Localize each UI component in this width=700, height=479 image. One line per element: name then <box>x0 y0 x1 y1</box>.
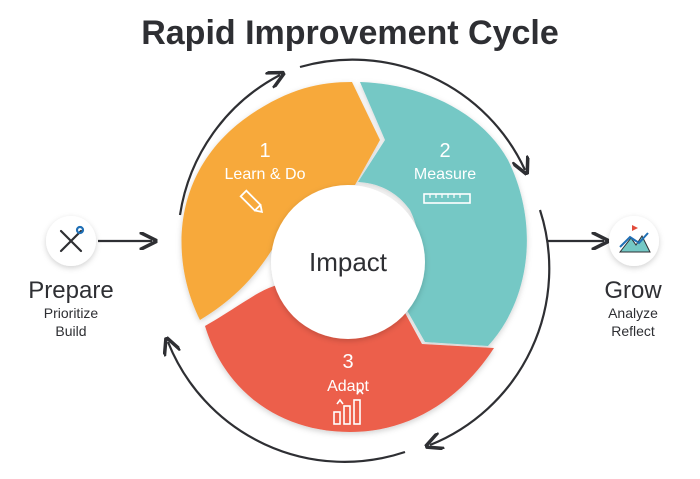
segment-3-label: Adapt <box>327 378 369 395</box>
growth-bars-icon <box>333 388 364 425</box>
center-label: Impact <box>309 247 388 277</box>
grow-title: Grow <box>604 277 662 304</box>
pencil-icon <box>239 189 264 214</box>
page-title: Rapid Improvement Cycle <box>141 14 559 52</box>
arc-right-bottom <box>430 209 551 445</box>
arc-left-bottom <box>168 342 406 463</box>
cycle-arrows <box>168 58 551 463</box>
grow-sub2: Reflect <box>611 323 655 339</box>
prepare-title: Prepare <box>28 277 113 304</box>
arc-top-arrow <box>178 75 280 216</box>
segment-measure <box>358 82 527 346</box>
mountain-chart-icon <box>618 225 651 253</box>
segment-2-number: 2 <box>439 140 450 162</box>
prepare-sub2: Build <box>55 323 86 339</box>
prepare-sub1: Prioritize <box>44 305 99 321</box>
arc-right-top <box>299 58 525 170</box>
tools-icon <box>59 225 85 253</box>
ring <box>181 82 527 432</box>
segment-3-number: 3 <box>342 351 353 373</box>
grow-icon-circle <box>609 216 659 266</box>
ruler-icon <box>423 193 471 204</box>
grow-sub1: Analyze <box>608 305 658 321</box>
segment-learn-do <box>181 82 380 320</box>
center-circle <box>271 185 425 339</box>
segment-adapt <box>205 284 494 432</box>
segment-1-label: Learn & Do <box>225 166 306 183</box>
segment-2-label: Measure <box>414 166 476 183</box>
segment-1-number: 1 <box>259 140 270 162</box>
